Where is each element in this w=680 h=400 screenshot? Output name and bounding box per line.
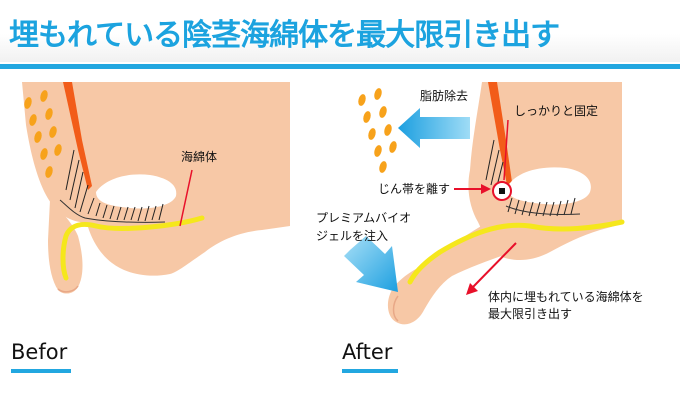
before-caption-underline bbox=[11, 369, 71, 373]
title-underline bbox=[0, 64, 680, 69]
title-banner bbox=[0, 0, 680, 62]
label-fat-removal: 脂肪除去 bbox=[420, 89, 469, 103]
after-pubic-bone bbox=[507, 167, 591, 205]
label-corpus-before: 海綿体 bbox=[181, 150, 218, 164]
before-corpus-line bbox=[60, 215, 205, 281]
label-pull-out-line2: 最大限引き出す bbox=[488, 307, 573, 321]
after-caption-underline bbox=[342, 369, 398, 373]
before-ligament bbox=[63, 82, 92, 190]
after-penis-shape bbox=[387, 215, 548, 325]
before-caption: Befor bbox=[11, 340, 68, 364]
after-diagram bbox=[344, 82, 625, 325]
before-fat-dots bbox=[24, 90, 62, 178]
after-hatch-lines bbox=[485, 139, 576, 217]
gel-injection-arrow bbox=[344, 236, 398, 292]
after-fat-dots bbox=[358, 88, 397, 173]
after-caption: After bbox=[342, 340, 393, 364]
page-title: 埋もれている陰茎海綿体を最大限引き出す bbox=[9, 18, 560, 53]
fat-removal-arrow bbox=[398, 108, 470, 148]
label-ligament-release: じん帯を離す bbox=[378, 182, 451, 196]
label-pull-out-line1: 体内に埋もれている海綿体を bbox=[488, 290, 644, 304]
label-premium-bio-line2: ジェルを注入 bbox=[316, 229, 389, 243]
before-diagram bbox=[22, 82, 290, 294]
before-hatch-lines bbox=[65, 149, 164, 222]
label-secure-fix: しっかりと固定 bbox=[514, 104, 599, 118]
before-pubic-bone bbox=[96, 174, 177, 209]
after-corpus-line bbox=[407, 219, 625, 285]
label-premium-bio-line1: プレミアムバイオ bbox=[316, 211, 412, 225]
